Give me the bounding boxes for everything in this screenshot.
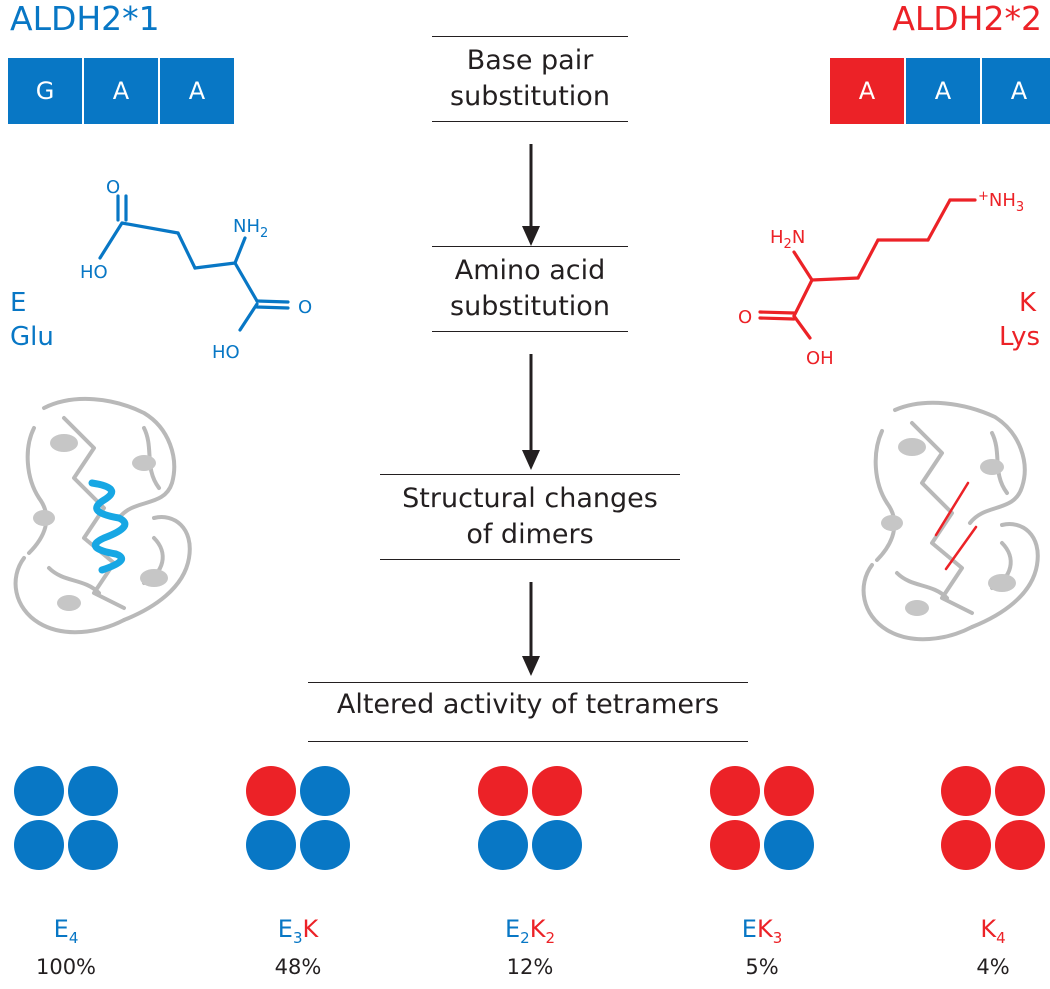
subunit-circle [14, 820, 64, 870]
lysine-structure: +NH3 H2N O OH [738, 189, 1024, 369]
tetramer-activity-percent: 4% [976, 955, 1010, 979]
codon-wildtype: G A A [8, 58, 234, 124]
tetramer-activity-percent: 100% [35, 955, 97, 979]
amino-code-mutant: K [1018, 288, 1036, 318]
step-altered-activity-of-tetramers: Altered activity of tetramers [308, 682, 748, 742]
lys-amine-h-label: H [770, 227, 784, 248]
arrow-down-1 [522, 144, 540, 246]
step-line-1: Base pair [466, 45, 594, 76]
subunit-circle [532, 820, 582, 870]
codon-base-2: A [904, 58, 980, 124]
amino-name-wildtype: Glu [10, 322, 54, 352]
tetramer-label-subscript: 2 [545, 928, 555, 947]
glu-carbonyl-o2-label: O [298, 297, 312, 318]
lys-hydroxyl-label: OH [806, 348, 834, 369]
glu-amine-subscript: 2 [260, 226, 268, 241]
tetramer-label-subscript: 3 [772, 928, 783, 947]
codon-base-2: A [82, 58, 158, 124]
subunit-circle [246, 820, 296, 870]
subunit-circle [478, 820, 528, 870]
tetramer-label-subscript: 4 [68, 928, 79, 947]
subunit-circle [764, 766, 814, 816]
lys-ammonium-subscript: 3 [1016, 200, 1024, 215]
subunit-circle [710, 820, 760, 870]
codon-base-1: A [830, 58, 904, 124]
step-amino-acid-substitution: Amino acid substitution [432, 246, 628, 332]
glu-hydroxyl-bottom-label: HO [212, 342, 240, 363]
tetramer-label-part: E [741, 915, 757, 943]
codon-mutant: A A A [830, 58, 1050, 124]
step-line-2: substitution [450, 81, 610, 112]
step-base-pair-substitution: Base pair substitution [432, 36, 628, 122]
disordered-region-mutant [934, 481, 978, 571]
tetramer-activity-percent: 48% [274, 955, 322, 979]
tetramer-label: E3K [238, 915, 358, 947]
tetramer-label-part: K [529, 915, 546, 943]
tetramer-label-part: E [53, 915, 69, 943]
subunit-circle [14, 766, 64, 816]
lys-amine-h-subscript: 2 [784, 237, 792, 252]
allele-title-wildtype: ALDH2*1 [10, 0, 160, 38]
glu-hydroxyl-top-label: HO [80, 262, 108, 283]
lys-carbonyl-o-label: O [738, 307, 752, 328]
tetramer-label-subscript: 4 [996, 928, 1006, 947]
tetramer-label-subscript: 3 [292, 928, 303, 947]
tetramer-label-subscript: 2 [520, 928, 530, 947]
subunit-circle [246, 766, 296, 816]
svg-text:NH2: NH2 [233, 216, 268, 241]
glutamate-structure: O HO NH2 O HO [80, 177, 312, 363]
step-line-2: of dimers [466, 519, 594, 550]
svg-text:H2N: H2N [770, 227, 805, 252]
lys-ammonium-label: NH [989, 190, 1016, 211]
tetramer-activity-percent: 12% [506, 955, 554, 979]
codon-base-3: A [158, 58, 234, 124]
subunit-circle [764, 820, 814, 870]
tetramer-label-part: E [277, 915, 293, 943]
subunit-circle [995, 766, 1045, 816]
arrow-down-2 [522, 354, 540, 470]
helix-wildtype [88, 479, 129, 574]
subunit-circle [68, 766, 118, 816]
subunit-circle [941, 766, 991, 816]
step-line-1: Structural changes [402, 483, 658, 514]
svg-text:+NH3: +NH3 [978, 189, 1024, 215]
glu-amine-label: NH [233, 216, 260, 237]
subunit-circle [710, 766, 760, 816]
tetramer-label-part: K [980, 915, 997, 943]
tetramer-label: E2K2 [470, 915, 590, 947]
step-structural-changes-of-dimers: Structural changes of dimers [380, 474, 680, 560]
tetramer-label: K4 [933, 915, 1050, 947]
glu-carbonyl-o-label: O [106, 177, 120, 198]
arrow-down-3 [522, 582, 540, 676]
subunit-circle [300, 766, 350, 816]
codon-base-3: A [980, 58, 1050, 124]
tetramer-label-part: E [504, 915, 521, 943]
step-line-1: Altered activity of tetramers [336, 689, 720, 720]
step-line-2: substitution [450, 291, 610, 322]
subunit-circle [532, 766, 582, 816]
tetramer-label: EK3 [702, 915, 822, 947]
subunit-circle [941, 820, 991, 870]
subunit-circle [478, 766, 528, 816]
protein-structure-wildtype [13, 397, 192, 635]
protein-structure-mutant [861, 400, 1040, 642]
subunit-circle [300, 820, 350, 870]
subunit-circle [68, 820, 118, 870]
codon-base-1: G [8, 58, 82, 124]
tetramer-activity-percent: 5% [745, 955, 779, 979]
lys-amine-n-label: N [792, 227, 805, 248]
allele-title-mutant: ALDH2*2 [892, 0, 1042, 38]
tetramer-label-part: K [302, 915, 319, 943]
tetramer-label-part: K [756, 915, 773, 943]
step-line-1: Amino acid [454, 255, 606, 286]
tetramer-label: E4 [6, 915, 126, 947]
amino-code-wildtype: E [10, 288, 27, 318]
lys-ammonium-superscript: + [978, 189, 989, 204]
amino-name-mutant: Lys [998, 322, 1040, 352]
subunit-circle [995, 820, 1045, 870]
